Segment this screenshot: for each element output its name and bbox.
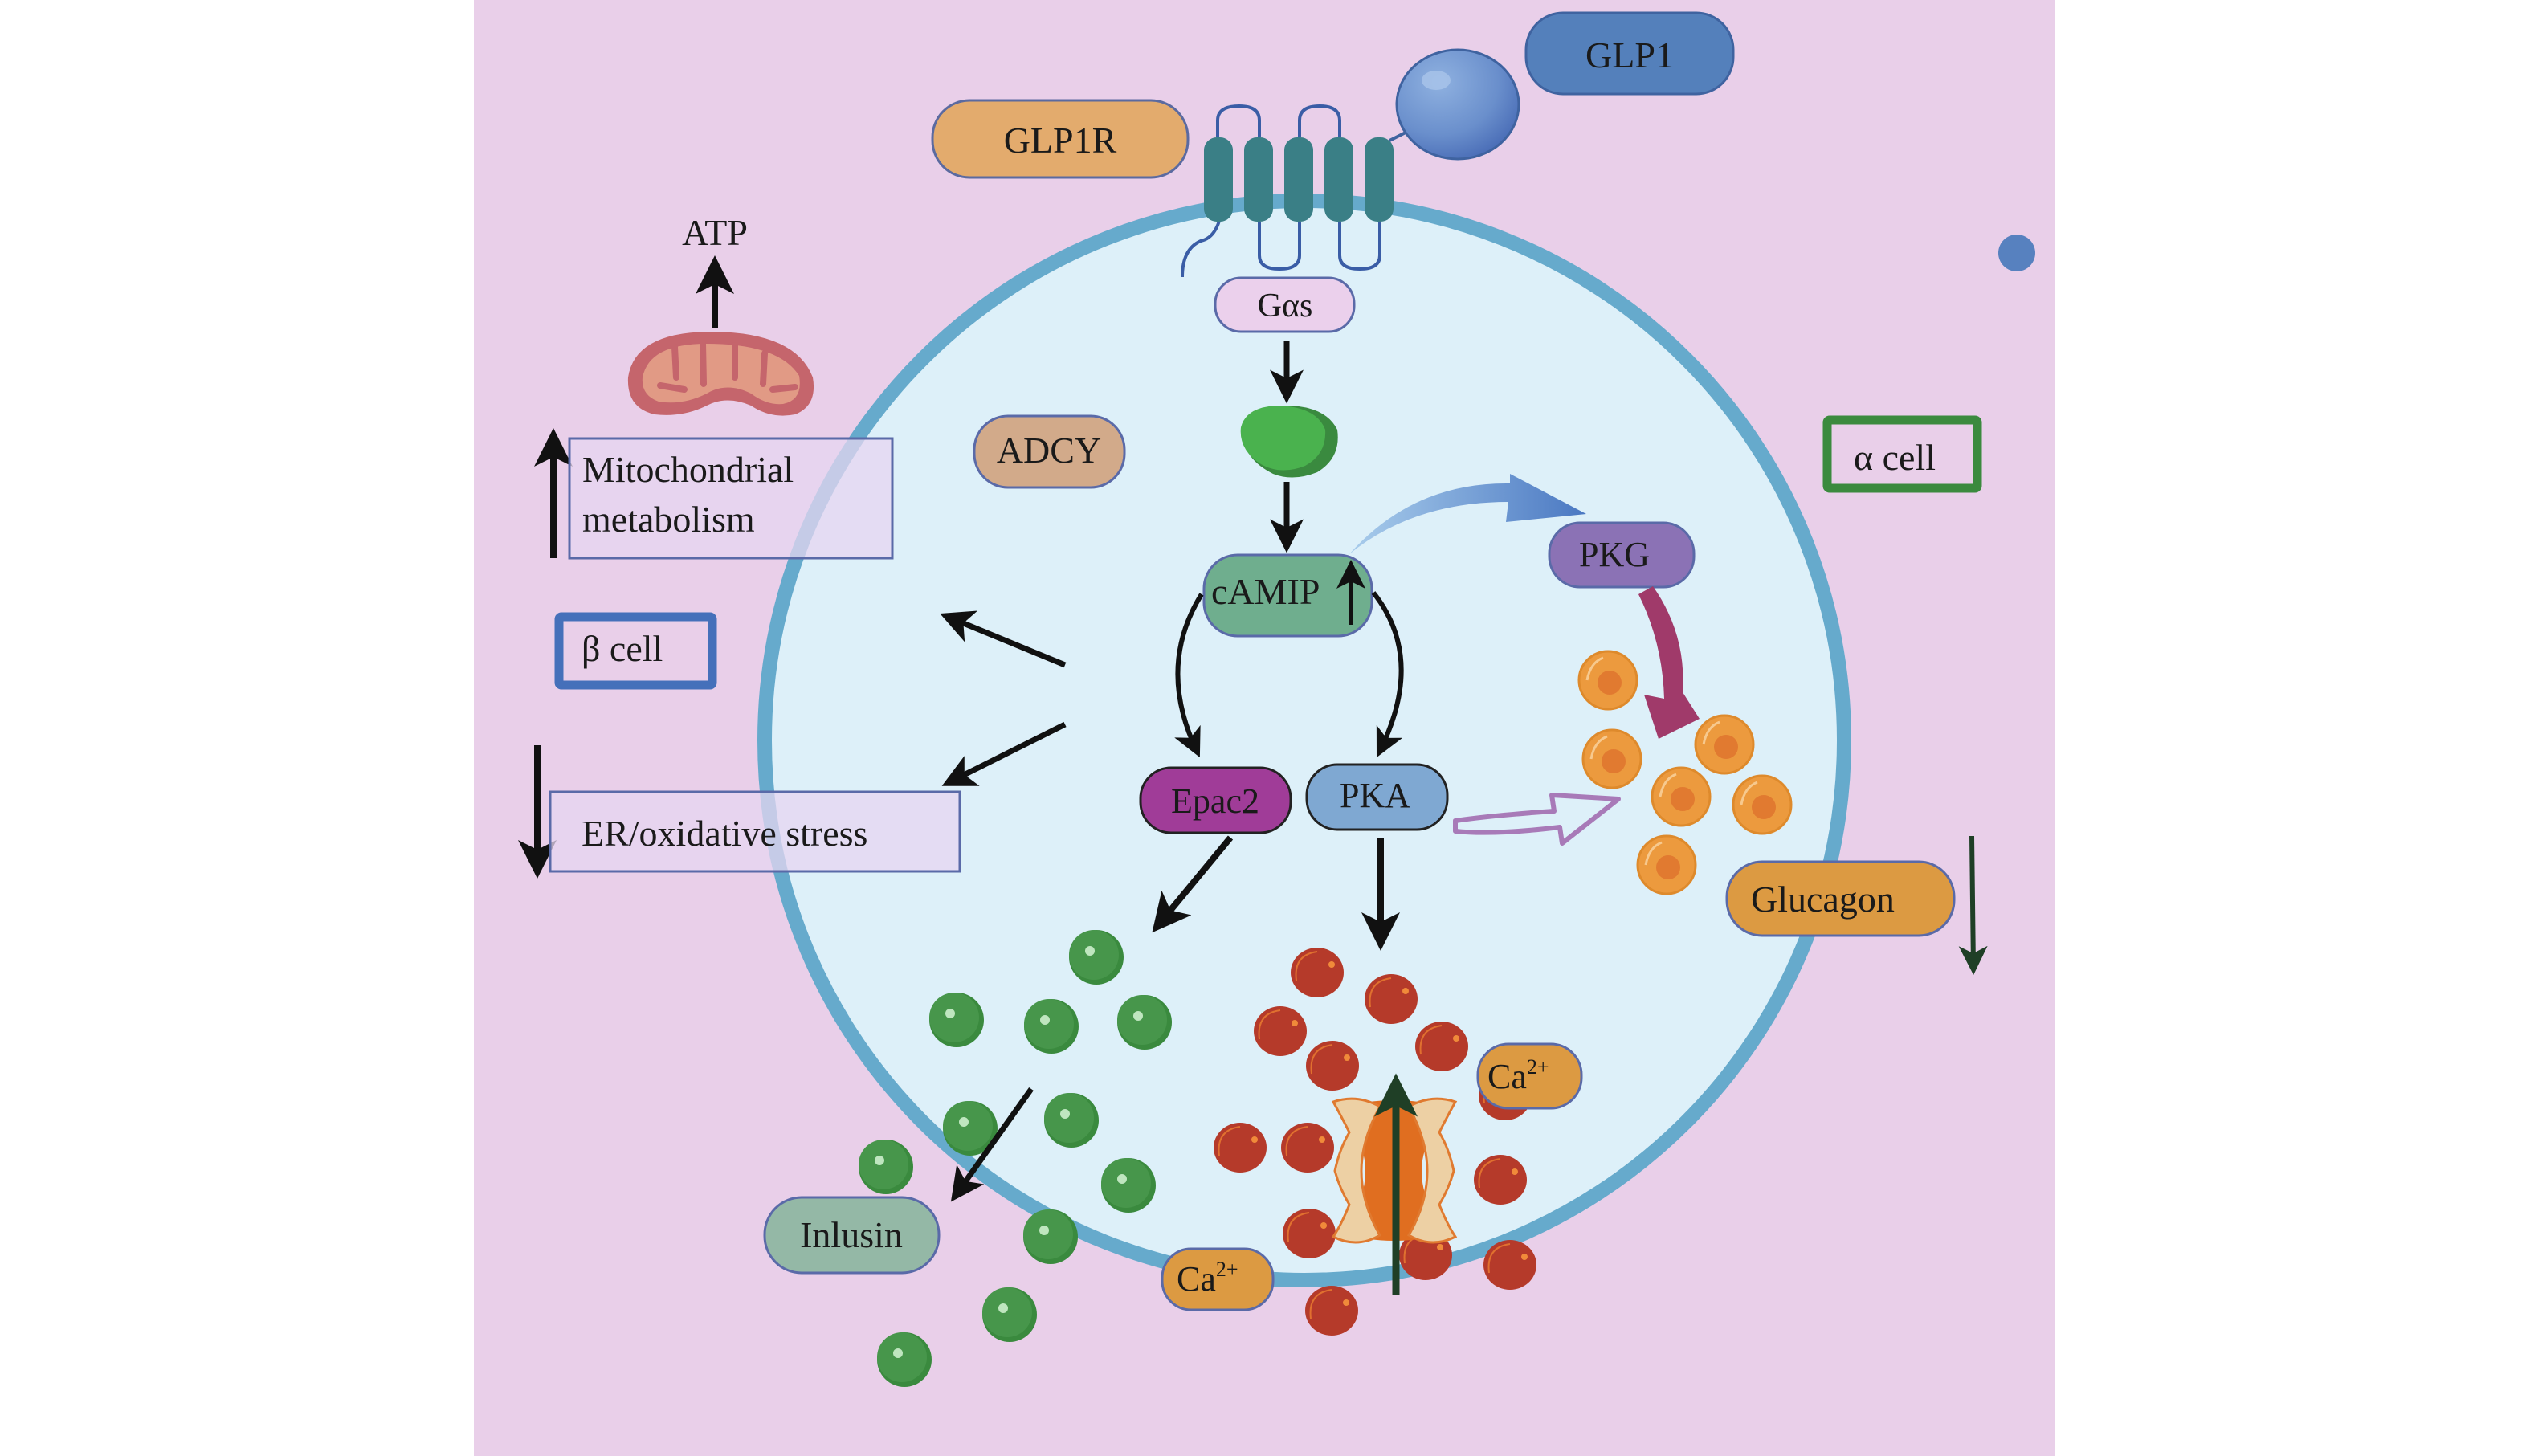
mito-text-line1: Mitochondrial [582, 449, 794, 490]
adcy-text: ADCY [997, 430, 1101, 471]
mitochondrion-icon [627, 331, 814, 416]
glp1r-label: GLP1R [931, 99, 1190, 179]
calcium-ion [1281, 1123, 1334, 1173]
glucagon-granule [1694, 714, 1755, 775]
ca-superscript: 2+ [1216, 1258, 1238, 1281]
glucagon-granule [1732, 774, 1793, 835]
glp1r-text: GLP1R [1004, 120, 1117, 161]
glucagon-label: Glucagon [1725, 860, 1956, 937]
insulin-label: Inlusin [763, 1196, 941, 1275]
epac2-label: Epac2 [1139, 766, 1292, 834]
glucagon-down-arrow [1958, 835, 1988, 975]
adcy-label: ADCY [973, 414, 1126, 489]
calcium-ions [1214, 948, 1536, 1336]
arrow-to-insulin-release [950, 1087, 1034, 1202]
gas-label: Gαs [1214, 276, 1356, 333]
glp1-ligand-icon [1389, 48, 1520, 161]
arrow-pkg-to-granules [1638, 586, 1700, 739]
insulin-granule [982, 1287, 1037, 1342]
glucagon-granule [1581, 728, 1642, 789]
er-stress-box [549, 790, 961, 873]
camp-text: cAMIP [1211, 571, 1320, 612]
glp1-receptor-icon [1181, 104, 1394, 278]
camp-label: cAMIP [1202, 553, 1373, 638]
insulin-granules [859, 930, 1172, 1387]
pkg-text: PKG [1579, 535, 1650, 574]
svg-text:Ca2+: Ca2+ [1487, 1055, 1549, 1096]
calcium-ion [1474, 1155, 1527, 1205]
er-stress-text: ER/oxidative stress [581, 813, 867, 854]
calcium-ion [1365, 974, 1418, 1024]
adcy-enzyme-icon [1240, 406, 1338, 478]
calcium-ion [1254, 1006, 1307, 1056]
calcium-ion [1305, 1286, 1358, 1336]
cell-body [757, 194, 1851, 1287]
arrow-epac2-to-insulin [1152, 835, 1234, 933]
calcium-ion [1415, 1022, 1468, 1071]
calcium-ion [1214, 1123, 1267, 1173]
alpha-cell-box [1822, 415, 1982, 493]
insulin-granule [1069, 930, 1124, 985]
arrow-camp-to-pka [1371, 591, 1404, 758]
ca-text: Ca [1177, 1259, 1216, 1299]
glucagon-granule [1577, 650, 1638, 711]
gas-text: Gαs [1258, 288, 1313, 324]
pkg-label: PKG [1548, 521, 1696, 589]
svg-text:Ca2+: Ca2+ [1177, 1258, 1238, 1299]
insulin-granule [1024, 999, 1079, 1054]
insulin-granule [1044, 1093, 1099, 1148]
decorative-dot [1998, 235, 2035, 271]
glucagon-granule [1651, 766, 1712, 827]
beta-cell-text: β cell [581, 628, 663, 669]
calcium-ion [1283, 1209, 1336, 1258]
glucagon-text: Glucagon [1751, 879, 1895, 920]
pka-text: PKA [1340, 776, 1410, 815]
ca-text: Ca [1487, 1057, 1527, 1096]
arrow-to-mito-metabolism [940, 610, 1067, 668]
arrow-to-er-stress [941, 721, 1067, 786]
mito-text-line2: metabolism [582, 499, 755, 540]
glucagon-granules [1577, 650, 1793, 895]
alpha-cell-text: α cell [1854, 437, 1936, 478]
glucagon-granule [1636, 834, 1697, 895]
insulin-granule [929, 993, 984, 1047]
ca-superscript: 2+ [1527, 1055, 1549, 1079]
insulin-granule [877, 1332, 932, 1387]
arrow-camp-to-epac2 [1174, 593, 1204, 758]
epac2-text: Epac2 [1171, 781, 1259, 821]
insulin-granule [1101, 1158, 1156, 1213]
calcium-ion [1483, 1240, 1536, 1290]
arrow-pka-to-granules [1453, 793, 1621, 846]
insulin-granule [943, 1101, 998, 1156]
insulin-granule [1023, 1209, 1078, 1264]
pka-label: PKA [1305, 763, 1449, 831]
glp1-label: GLP1 [1524, 11, 1735, 96]
calcium-label-inside: Ca2+ [1476, 1042, 1583, 1110]
calcium-ion [1291, 948, 1344, 997]
insulin-granule [1117, 995, 1172, 1050]
insulin-text: Inlusin [800, 1214, 903, 1255]
glp1-text: GLP1 [1585, 35, 1674, 75]
mito-metabolism-box [568, 437, 894, 560]
beta-cell-box [554, 612, 717, 690]
calcium-ion [1306, 1041, 1359, 1091]
calcium-label-outside: Ca2+ [1161, 1247, 1275, 1311]
atp-label: ATP [682, 212, 748, 253]
arrow-camp-to-pkg [1349, 474, 1586, 554]
insulin-granule [859, 1140, 913, 1194]
